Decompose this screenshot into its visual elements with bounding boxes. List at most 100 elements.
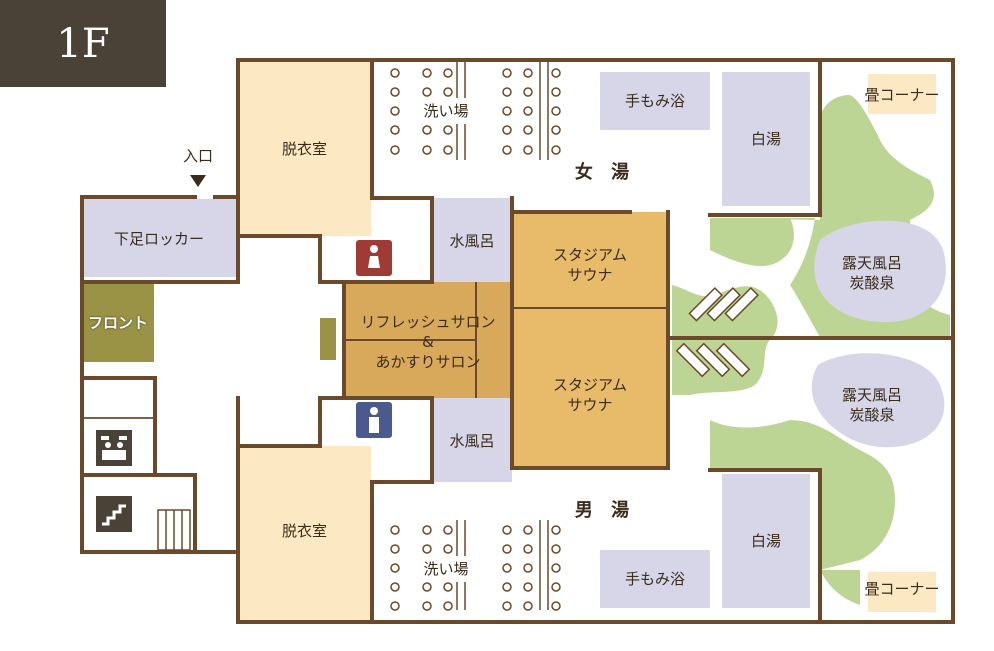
entrance-arrow-icon [190,175,206,187]
faucet-dot [422,601,432,611]
faucet-dot [502,68,512,78]
sauna-bottom-label: スタジアム サウナ [512,370,668,420]
hand-bath-top-area [600,72,710,130]
locker-area [82,199,236,277]
faucet-dot [443,68,453,78]
cold-bath-top-area [432,198,512,282]
faucet-dot [390,563,400,573]
salon-label-line3: あかすりサロン [375,353,481,372]
elevator-icon [96,430,132,466]
bench [320,318,336,360]
faucet-dot [422,145,432,155]
outdoor-bath-bottom [811,353,945,448]
faucet-dot [390,106,400,116]
faucet-dot [523,87,533,97]
white-bath-bottom-label: 白湯 [750,531,781,550]
wash-area-bottom-label: 洗い場 [416,556,476,582]
faucet-dot [523,582,533,592]
faucet-dot [523,68,533,78]
tatami-bottom-area [868,572,936,612]
faucet-dot [551,106,561,116]
sauna-top-label: スタジアム サウナ [512,240,668,290]
faucet-dot [422,125,432,135]
salon-label-line1: リフレッシュサロン [360,312,496,331]
faucet-dot [502,544,512,554]
faucet-dot [443,544,453,554]
faucet-dot [523,563,533,573]
faucet-dot [443,125,453,135]
faucet-dot [443,145,453,155]
faucet-dot [502,145,512,155]
white-bath-top-area [722,72,810,206]
sauna-top-line1: スタジアム [553,245,627,264]
faucet-dot [443,87,453,97]
faucet-dot [502,125,512,135]
faucet-dot [390,544,400,554]
tatami-bottom-label: 畳コーナー [864,579,940,598]
dressing-room-top-area [238,62,371,236]
faucet-dot [390,68,400,78]
tatami-top-area [868,74,936,114]
faucet-dot [551,601,561,611]
faucet-dot [502,601,512,611]
faucet-dot [551,582,561,592]
faucet-dot [443,601,453,611]
faucet-dot [551,68,561,78]
cold-bath-bottom-label: 水風呂 [449,431,495,450]
faucet-dot [551,145,561,155]
faucet-dot [551,525,561,535]
faucet-dot [390,601,400,611]
garden-areas [672,95,950,605]
faucet-dot [523,544,533,554]
sauna-top-line2: サウナ [567,266,613,284]
dressing-room-bottom-area [238,446,371,622]
faucet-dot [390,125,400,135]
front-area [82,282,154,362]
faucet-dot [551,87,561,97]
sauna-bottom-line2: サウナ [567,396,613,414]
wash-area-top-label: 洗い場 [416,98,476,124]
hand-bath-top-label: 手もみ浴 [624,91,685,110]
faucet-dot [523,125,533,135]
white-bath-top-label: 白湯 [750,129,781,148]
white-bath-bottom-area [722,474,810,608]
faucet-dot [390,582,400,592]
faucet-dot [390,145,400,155]
faucet-dot [443,525,453,535]
faucet-dot [502,87,512,97]
faucet-dot [502,525,512,535]
faucet-dot [502,582,512,592]
outdoor-bottom-line1: 露天風呂 [841,385,902,404]
faucet-dot [551,563,561,573]
sauna-bottom-line1: スタジアム [553,375,627,394]
faucet-dot [502,563,512,573]
faucet-dot [390,525,400,535]
floor-label: 1F [0,0,166,87]
faucet-dot [502,106,512,116]
faucet-dot [523,106,533,116]
faucet-dot [551,544,561,554]
outdoor-bath-top-label: 露天風呂 炭酸泉 [822,248,922,298]
hand-bath-bottom-area [600,550,710,608]
faucet-dot [422,68,432,78]
outdoor-bath-bottom-label: 露天風呂 炭酸泉 [822,380,922,430]
faucet-dot [551,125,561,135]
salon-label: リフレッシュサロン & あかすりサロン [344,304,512,380]
outdoor-top-line2: 炭酸泉 [849,274,895,292]
faucet-dot [422,544,432,554]
tatami-top-label: 畳コーナー [864,85,940,104]
cold-bath-bottom-area [432,398,512,482]
faucet-dot [390,87,400,97]
dressing-room-top-label: 脱衣室 [281,139,327,158]
locker-label: 下足ロッカー [113,229,204,248]
faucet-dot [422,87,432,97]
men-bath-label: 男 湯 [574,499,636,521]
sauna-bottom-area [512,308,668,468]
front-label: フロント [87,313,148,332]
salon-label-line2: & [422,332,434,351]
hand-bath-bottom-label: 手もみ浴 [624,569,685,588]
faucet-dot [523,525,533,535]
entrance-label: 入口 [182,146,213,165]
faucet-dot [422,525,432,535]
